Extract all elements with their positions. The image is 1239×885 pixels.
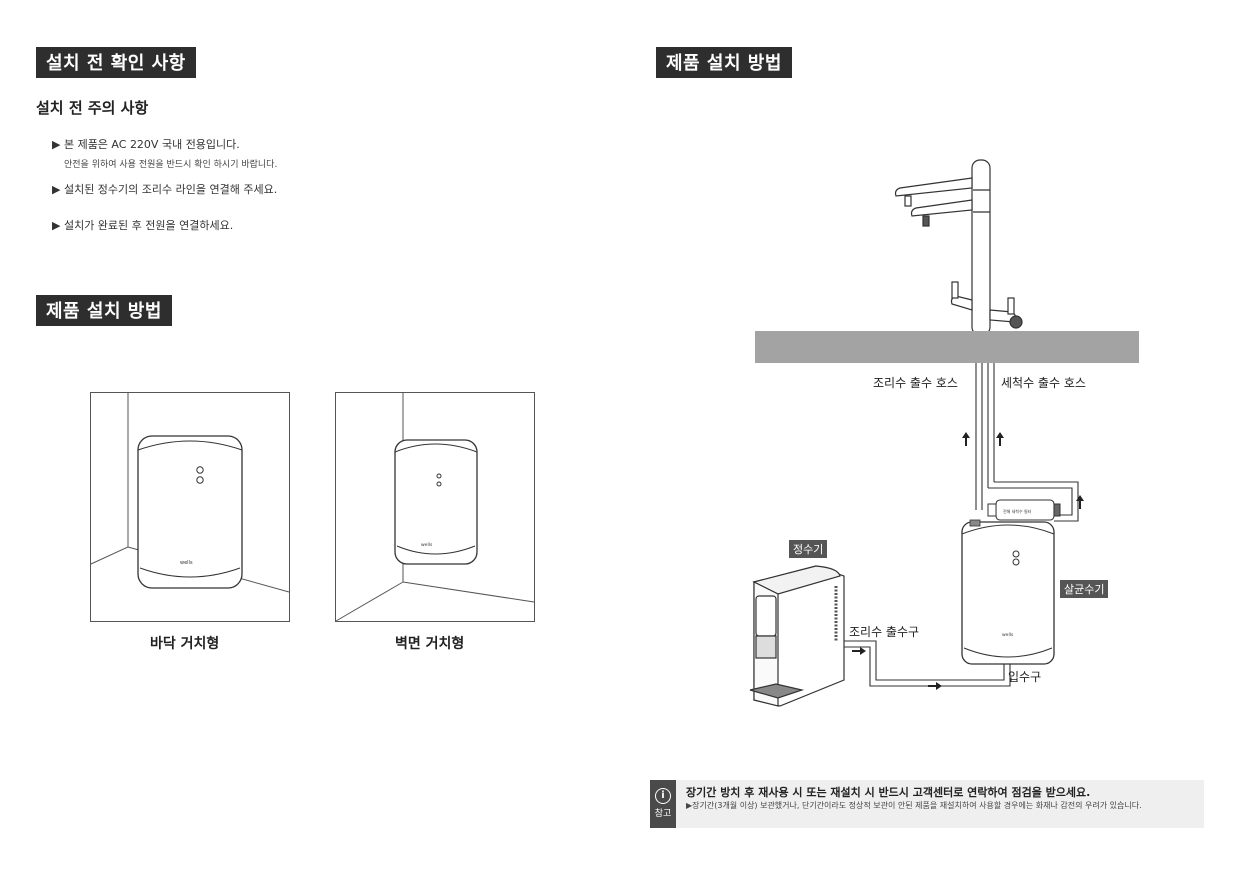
sterilizer-tag: 살균수기	[1060, 580, 1109, 598]
bullet-connect-line: ▶ 설치된 정수기의 조리수 라인을 연결해 주세요.	[52, 183, 278, 196]
cooking-outlet-label: 조리수 출수구	[849, 625, 920, 639]
cooking-hose-label: 조리수 출수 호스	[873, 376, 958, 390]
note-tag: 참고	[654, 809, 672, 819]
pre-install-section-title: 설치 전 확인 사항	[36, 47, 196, 78]
bullet-voltage: ▶ 본 제품은 AC 220V 국내 전용입니다.	[52, 138, 240, 151]
filter-cartridge: 전해 세척수 필터	[987, 499, 1061, 521]
left-page: 설치 전 확인 사항 설치 전 주의 사항 ▶ 본 제품은 AC 220V 국내…	[36, 47, 535, 652]
note-title: 장기간 방치 후 재사용 시 또는 재설치 시 반드시 고객센터로 연락하여 점…	[686, 786, 1091, 799]
bullet-power: ▶ 설치가 완료된 후 전원을 연결하세요.	[52, 219, 234, 232]
filter-label: 전해 세척수 필터	[1003, 508, 1032, 514]
faucet-icon	[894, 159, 1023, 336]
wall-mount-illustration: wells	[335, 392, 535, 622]
hose-lines	[828, 363, 1079, 687]
floor-mount-caption: 바닥 거치형	[150, 636, 220, 652]
info-icon: i	[655, 788, 671, 804]
water-purifier	[749, 565, 845, 707]
purifier-tag: 정수기	[789, 540, 828, 558]
wall-device-brand: wells	[421, 542, 433, 548]
sterilizer-brand: wells	[1002, 632, 1014, 638]
caution-heading: 설치 전 주의 사항	[36, 99, 149, 117]
note-body: ▶장기간(3개월 이상) 보관했거나, 단기간이라도 정상적 보관이 안된 제품…	[686, 801, 1142, 810]
floor-device-brand: wells	[180, 560, 193, 566]
sterilizer-unit: wells	[961, 519, 1055, 665]
cleaning-hose-label: 세척수 출수 호스	[1001, 376, 1086, 390]
right-page: 제품 설치 방법	[620, 0, 1239, 885]
note-icon-panel: i 참고	[650, 780, 676, 828]
installation-diagram: 전해 세척수 필터 wells	[749, 159, 1139, 707]
countertop	[755, 331, 1139, 363]
wall-mount-caption: 벽면 거치형	[395, 636, 465, 652]
flow-arrows	[852, 432, 1084, 690]
install-method-title-right: 제품 설치 방법	[656, 47, 792, 78]
floor-mount-illustration: wells	[90, 392, 290, 622]
inlet-label: 입수구	[1008, 670, 1042, 684]
bullet-voltage-detail: 안전을 위하여 사용 전원을 반드시 확인 하시기 바랍니다.	[64, 160, 278, 170]
install-method-section-title: 제품 설치 방법	[36, 295, 172, 326]
note-box: i 참고 장기간 방치 후 재사용 시 또는 재설치 시 반드시 고객센터로 연…	[650, 780, 1204, 828]
